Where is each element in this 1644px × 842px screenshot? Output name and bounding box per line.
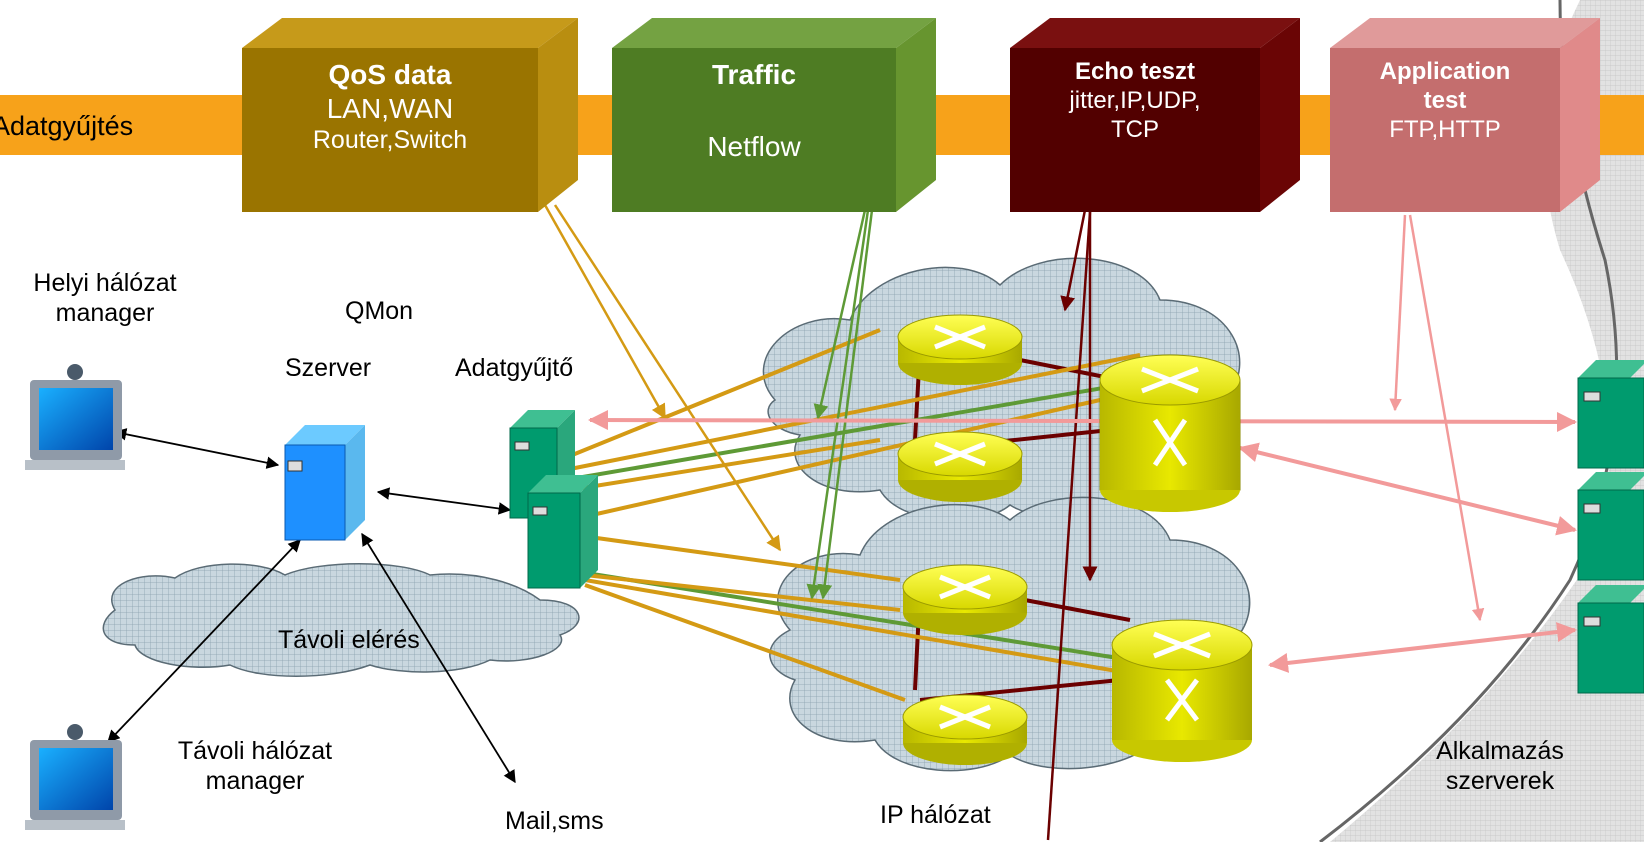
remote-manager-label-line-2: manager (205, 767, 305, 795)
qos-box-title: QoS data (328, 59, 452, 90)
application-links (588, 410, 1577, 673)
application-servers-label: Alkalmazás szerverek (1425, 736, 1575, 796)
collector-server-icon-front (527, 475, 598, 589)
traffic-arrows (806, 209, 874, 600)
traffic-box-title: Traffic (711, 59, 797, 90)
remote-access-cloud (102, 563, 580, 677)
local-manager-computer-icon (25, 364, 125, 470)
application-servers-label-line-1: Alkalmazás (1436, 737, 1564, 765)
banner-text: Adatgyűjtés (0, 111, 134, 141)
application-box-title: Application (1379, 58, 1511, 85)
echo-box-text: Echo teszt jitter,IP,UDP, TCP (1010, 58, 1260, 144)
application-server-icon-2 (1577, 472, 1644, 581)
application-server-icon-1 (1577, 360, 1644, 469)
application-test-box (1330, 18, 1600, 212)
ip-network-label: IP hálózat (880, 801, 991, 829)
qos-box-line-1: LAN,WAN (326, 92, 454, 124)
application-box-line-1: FTP,HTTP (1389, 115, 1501, 143)
echo-box-title: Echo teszt (1074, 58, 1196, 85)
application-servers-label-line-2: szerverek (1445, 767, 1555, 795)
remote-manager-computer-icon (25, 724, 125, 830)
qos-arrows (543, 204, 782, 552)
local-manager-label: Helyi hálózat manager (10, 268, 200, 328)
server-label: Szerver (285, 354, 372, 382)
router-upper-left (897, 314, 1023, 385)
remote-manager-label-line-1: Távoli hálózat (177, 737, 333, 765)
application-arrows (1389, 214, 1485, 622)
echo-box-line-1: jitter,IP,UDP, (1069, 86, 1201, 114)
local-manager-label-line-2: manager (55, 299, 155, 327)
router-upper-lower (897, 431, 1023, 502)
switch-router-lower (1111, 619, 1253, 762)
remote-manager-label: Távoli hálózat manager (150, 736, 360, 796)
qos-box-text: QoS data LAN,WAN Router,Switch (242, 58, 538, 155)
mail-sms-label: Mail,sms (505, 807, 604, 835)
local-manager-label-line-1: Helyi hálózat (33, 269, 177, 297)
traffic-box-line-1: Netflow (707, 130, 801, 162)
echo-test-box (1010, 18, 1300, 212)
qmon-label: QMon (345, 297, 414, 325)
echo-box-line-2: TCP (1111, 115, 1159, 143)
application-box-title-2: test (1423, 86, 1467, 114)
traffic-box (612, 18, 936, 212)
remote-access-label: Távoli elérés (278, 626, 420, 654)
router-lower-left (902, 564, 1028, 635)
collector-label: Adatgyűjtő (455, 354, 574, 382)
router-lower-lower (902, 694, 1028, 765)
qos-data-box (242, 18, 578, 212)
management-links (107, 428, 516, 784)
switch-router-upper (1099, 354, 1241, 512)
application-server-icon-3 (1577, 585, 1644, 694)
application-box-text: Application test FTP,HTTP (1330, 58, 1560, 144)
qos-box-line-2: Router,Switch (312, 126, 468, 155)
traffic-box-text: Traffic Netflow (612, 58, 896, 163)
echo-arrows (1046, 209, 1098, 841)
qmon-server-icon (284, 425, 365, 541)
